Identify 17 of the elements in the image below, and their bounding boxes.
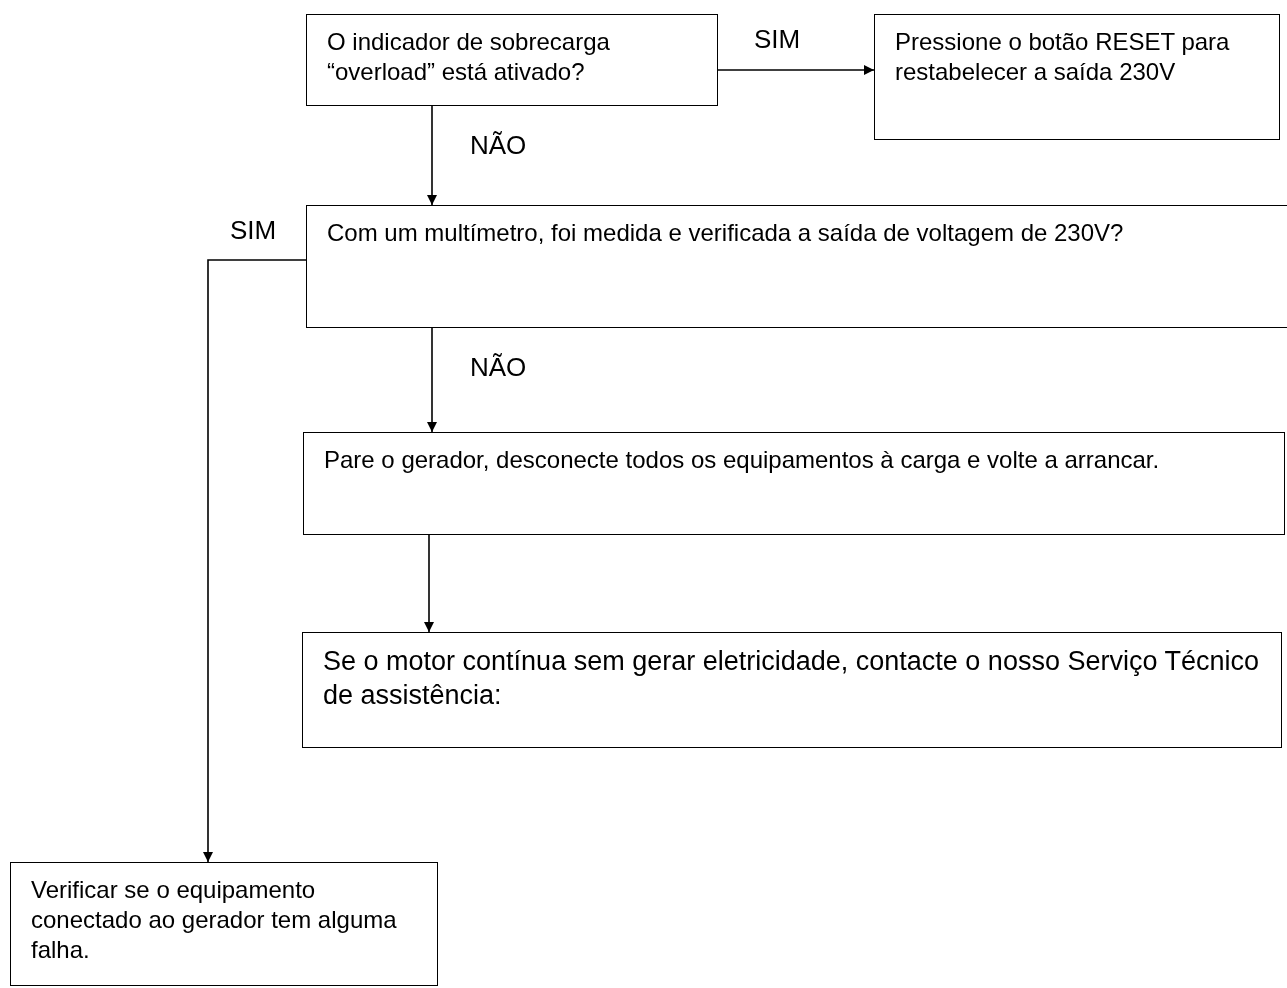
box-text: Pare o gerador, desconecte todos os equipamentos à carga e volte a arrancar. xyxy=(324,445,1161,475)
process-box xyxy=(306,14,718,106)
process-box xyxy=(874,14,1280,140)
process-box xyxy=(306,205,1287,328)
process-box xyxy=(303,432,1285,535)
box-text: Com um multímetro, foi medida e verificada a saída de voltagem de 230V? xyxy=(327,218,1125,248)
box-text: O indicador de sobrecarga “overload” está ativado? xyxy=(327,27,611,87)
box-text: Verificar se o equipamento conectado ao gerador tem alguma falha. xyxy=(31,875,398,965)
process-box xyxy=(302,632,1282,748)
process-box xyxy=(10,862,438,986)
arrow xyxy=(717,65,875,75)
arrow xyxy=(427,327,437,433)
box-text: Se o motor contínua sem gerar eletricidade, contacte o nosso Serviço Técnico de assistência: xyxy=(323,645,1260,712)
box-text: Pressione o botão RESET para restabelecer a saída 230V xyxy=(895,27,1231,87)
arrow xyxy=(203,259,307,863)
arrow xyxy=(427,105,437,206)
arrow xyxy=(424,534,434,633)
